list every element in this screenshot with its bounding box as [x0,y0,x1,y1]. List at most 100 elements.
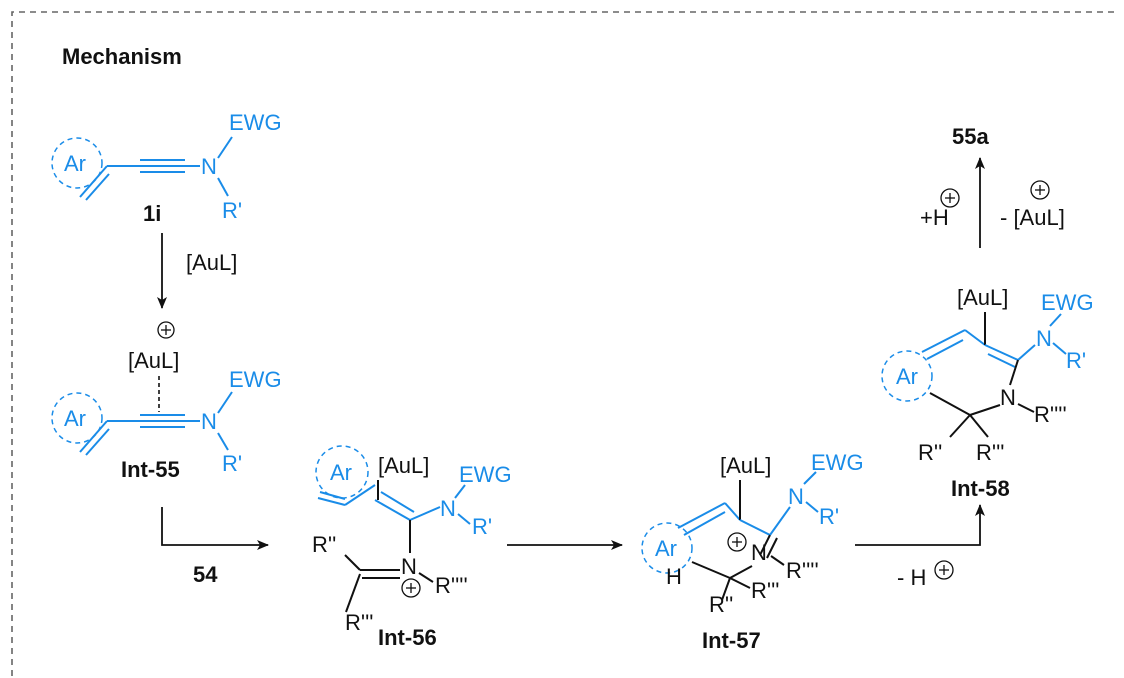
ring-bond-c3-n2 [1009,359,1019,386]
n-r-bond [217,432,229,451]
ring-bond-c4-c5 [691,561,731,579]
ring-bond-c1-c2 [724,502,741,521]
amine-n: N [201,154,217,179]
compound-int-55: [AuL] Ar N EWG R' Int-55 [51,321,282,482]
iminium-n: N [401,554,417,579]
plus-charge-circle [934,560,954,580]
ring-bond-ar-c1 [677,502,726,529]
ring-bond-c2-c3 [984,344,1019,361]
amine-n: N [201,409,217,434]
vinyl-bond [317,497,346,506]
r-quad-prime-label: R'''' [786,558,819,583]
amide-n: N [1036,326,1052,351]
arrow-step-2 [161,507,269,550]
aryl-c-bond [344,484,376,506]
ring-bond-n-c4 [729,565,753,579]
c3-n1-bond [769,506,791,536]
arrow-step-4 [855,504,985,546]
compound-1i: Ar N EWG R' 1i [51,110,282,226]
ring-bond-c1-c2 [964,329,986,346]
r-prime-label: R' [819,504,839,529]
gold-catalyst-label: [AuL] [128,348,179,373]
compound-label-1i: 1i [143,201,161,226]
ewg-label: EWG [229,367,282,392]
iminium-double-bond [766,537,778,559]
compound-label-int-58: Int-58 [951,476,1010,501]
mechanism-title: Mechanism [62,44,182,69]
c4-r2-bond [949,414,971,438]
r-double-prime-label: R'' [312,532,336,557]
vinyl-bond-inner [85,428,110,456]
n-r-bond [457,513,471,525]
ring-bond-c4-ar [929,392,971,416]
ewg-label: EWG [229,110,282,135]
aryl-label: Ar [655,536,677,561]
compound-label-int-56: Int-56 [378,625,437,650]
r-triple-prime-label: R''' [345,610,374,635]
iminium-n: N [751,540,767,565]
n-r4-bond [1017,403,1035,413]
compound-label-int-55: Int-55 [121,457,180,482]
plus-charge-circle [1030,180,1050,200]
c4-r2-bond [721,577,731,601]
vinyl-bond-inner [319,491,346,500]
vinyl-bond-inner [85,173,110,201]
c-r2-bond [344,554,361,571]
cationic-charge-circle [727,532,747,552]
aryl-ring-circle [51,392,103,444]
r-triple-prime-label: R''' [751,578,780,603]
n-r-bond [805,501,819,513]
n-r4-bond [770,555,785,566]
r-double-prime-label: R'' [709,592,733,617]
c-n1-bond [409,506,441,521]
r-quad-prime-label: R'''' [1034,402,1067,427]
aryl-label: Ar [896,364,918,389]
r-double-prime-label: R'' [918,440,942,465]
ewg-label: EWG [811,450,864,475]
gold-catalyst-label: [AuL] [957,285,1008,310]
compound-label-int-57: Int-57 [702,628,761,653]
gold-catalyst-label: [AuL] [720,453,771,478]
vinyl-bond [79,420,108,453]
n-ewg-bond [217,136,233,159]
r-prime-label: R' [222,198,242,223]
n-r4-bond [418,572,434,583]
r-quad-prime-label: R'''' [435,573,468,598]
amide-n: N [440,496,456,521]
hydrogen-label: H [666,564,682,589]
ring-bond-c3-n [759,534,771,556]
r-triple-prime-label: R''' [976,440,1005,465]
c3-n1-bond [1017,344,1036,361]
aryl-label: Ar [330,460,352,485]
c-c-bond [374,499,411,521]
aryl-ring-circle [881,350,933,402]
ring-bond-n2-c4 [969,404,1001,416]
compound-label-55a: 55a [952,124,989,149]
reagent-plus-h: +H [920,205,949,230]
n-ewg-bond [217,391,233,414]
ewg-label: EWG [1041,290,1094,315]
n-r-bond [217,177,229,197]
ewg-label: EWG [459,462,512,487]
ring-bond-ar-c1-inner [926,339,964,360]
c-c-double-bond [380,491,415,513]
compound-int-56: Ar [AuL] N EWG R' N R'' R''' R'''' Int-5… [312,445,512,650]
r-prime-label: R' [472,514,492,539]
ring-bond-ar-c1-inner [683,511,726,536]
n-r-bond [1052,342,1067,355]
amide-n: N [788,484,804,509]
vinyl-bond [79,165,108,198]
reagent-minus-h: - H [897,565,926,590]
c4-r3-bond [729,577,751,589]
ring-n: N [1000,385,1016,410]
n-ewg-bond [1049,313,1062,327]
r-prime-label: R' [222,451,242,476]
aryl-ring-circle [641,522,693,574]
cationic-charge-circle [157,321,175,339]
reagent-aul-step-1: [AuL] [186,250,237,275]
reagent-minus-aul: - [AuL] [1000,205,1065,230]
plus-charge-circle [940,188,960,208]
gold-catalyst-label: [AuL] [378,453,429,478]
c-r3-bond [345,573,361,613]
